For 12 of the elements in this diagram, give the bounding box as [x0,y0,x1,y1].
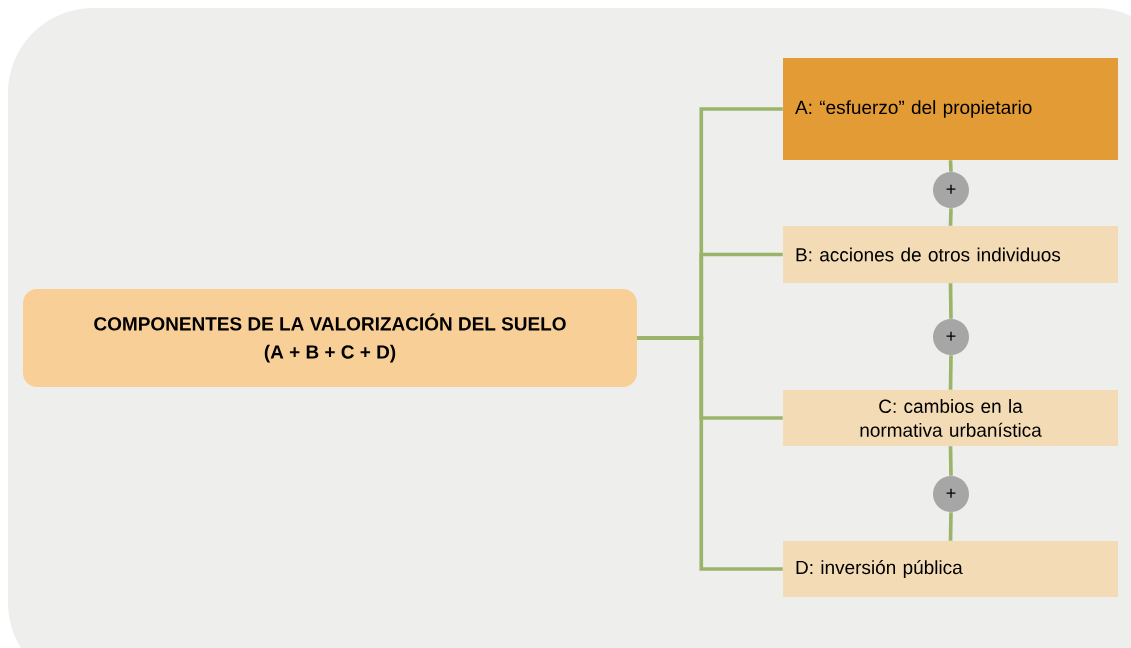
component-box: B: acciones de otros individuos [783,226,1118,283]
component-box: A: “esfuerzo” del propietario [783,58,1118,160]
connector-line [948,208,953,226]
component-box: C: cambios en la normativa urbanística [783,390,1118,446]
component-box: D: inversión pública [783,541,1118,597]
connector-line [948,512,953,541]
title-box: COMPONENTES DE LA VALORIZACIÓN DEL SUELO (A + B + C + D) [23,289,637,387]
connector-line [637,336,783,571]
connector-line [948,160,953,172]
connector-line [948,283,953,319]
connector-line [948,355,953,390]
connector-line [948,446,953,476]
